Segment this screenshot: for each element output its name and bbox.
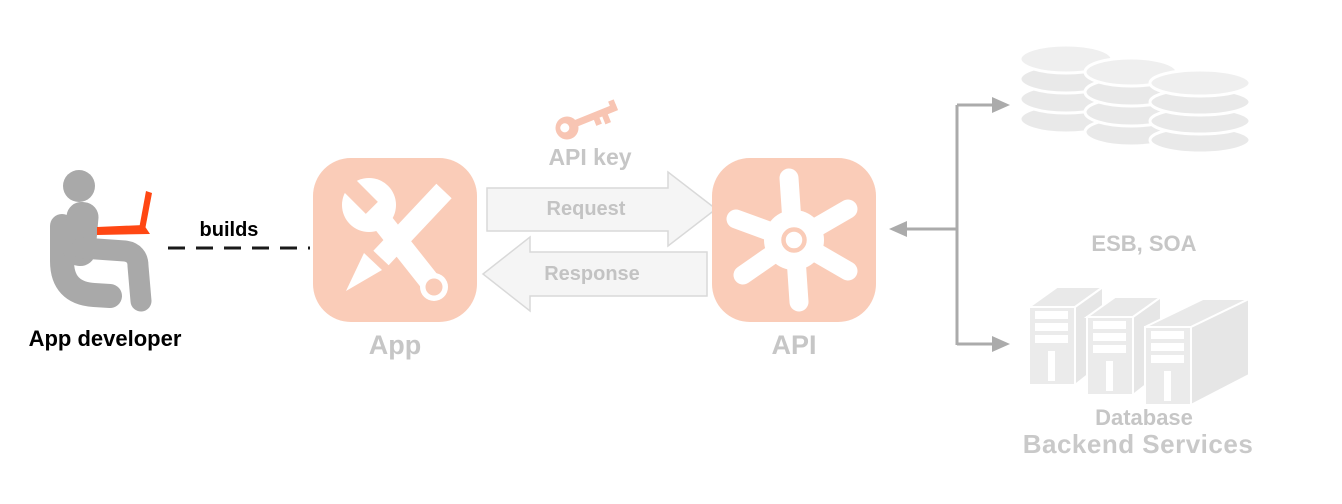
backend-connector-lines <box>889 97 1010 352</box>
wrench-pencil-icon <box>326 162 452 301</box>
pinwheel-spokes <box>726 168 858 312</box>
builds-dashed-line <box>168 246 310 250</box>
request-label: Request <box>546 198 626 220</box>
key-hole <box>560 123 570 133</box>
pencil-shaft <box>373 183 452 266</box>
legs-shape <box>71 237 152 312</box>
person-with-laptop-icon <box>50 170 152 312</box>
key-tooth <box>593 117 602 126</box>
esb-label-line: Database <box>1095 405 1193 430</box>
api-key-icon <box>555 99 619 140</box>
arrowhead-to-servers <box>992 336 1010 352</box>
response-arrow <box>481 235 708 313</box>
arrowhead-to-database <box>992 97 1010 113</box>
esb-label-line: ESB, SOA <box>1091 231 1197 256</box>
laptop-base <box>97 225 150 235</box>
server-tower <box>1144 297 1250 407</box>
server-towers-icon <box>1025 285 1250 407</box>
app-node <box>313 158 477 322</box>
backend-services-label: Backend Services <box>1022 429 1254 459</box>
key-tip <box>608 99 618 112</box>
app-label: App <box>368 330 422 360</box>
request-response-arrows <box>481 170 718 313</box>
wrench-jaw-notch <box>326 162 378 214</box>
response-label: Response <box>544 263 640 285</box>
wrench-end-hole <box>425 278 443 296</box>
pinwheel-gear-icon <box>726 168 858 312</box>
pinwheel-center-ring <box>781 227 807 253</box>
pencil-tip <box>346 253 382 291</box>
key-shaft <box>573 103 619 127</box>
server-tower <box>1083 295 1165 398</box>
database-stack-icon <box>1018 43 1252 155</box>
builds-label: builds <box>199 219 259 241</box>
chair-shape <box>50 214 122 308</box>
key-tooth <box>602 113 611 125</box>
request-arrow <box>486 170 718 248</box>
api-node <box>712 158 876 322</box>
api-label: API <box>771 330 817 360</box>
laptop-screen <box>139 191 152 230</box>
database-stack <box>1148 68 1252 155</box>
head-shape <box>63 170 95 202</box>
api-key-label: API key <box>548 144 632 170</box>
arrowhead-to-api <box>889 221 907 237</box>
app-developer-label: App developer <box>28 326 182 351</box>
